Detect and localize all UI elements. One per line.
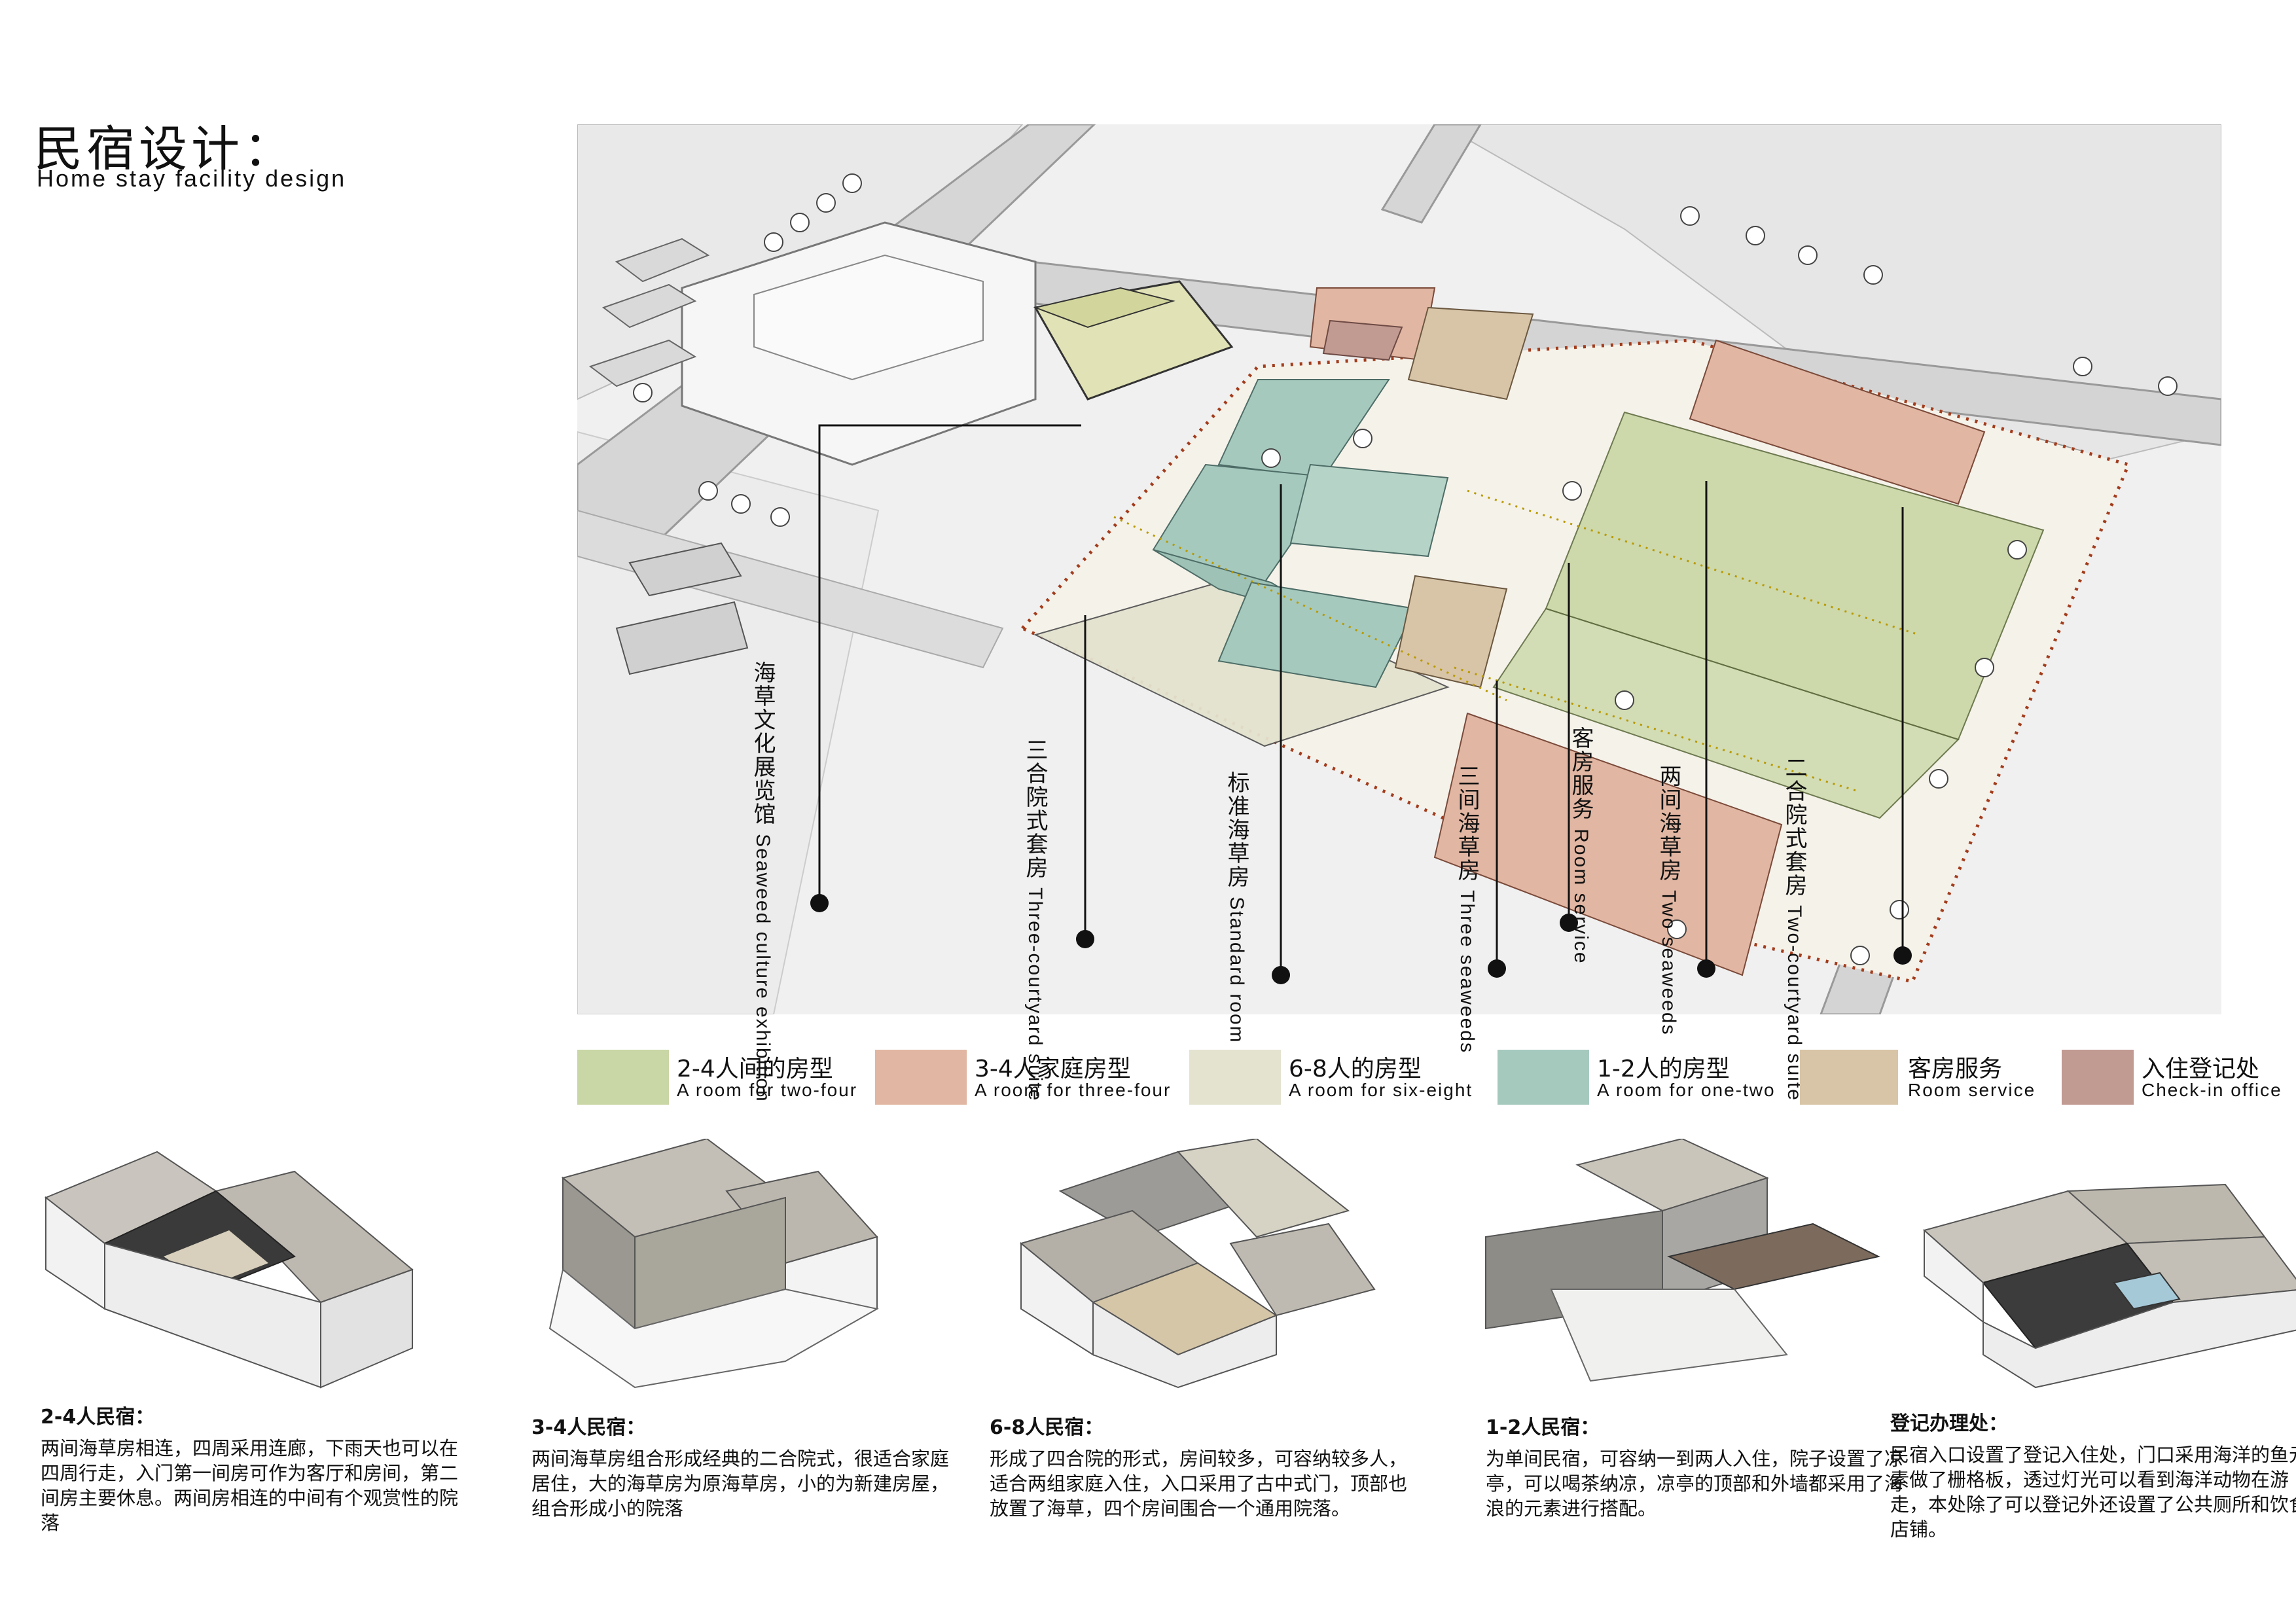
exhibition-inner xyxy=(753,254,984,381)
legend-label-en: A room for one-two xyxy=(1597,1080,1776,1100)
check-in-office xyxy=(1322,319,1403,361)
card-heading: 1-2人民宿： xyxy=(1486,1416,1600,1439)
three-four-block xyxy=(1433,712,1783,976)
legend-label-cn: 2-4人间的房型 xyxy=(677,1056,833,1082)
callout-cn: 标准海草房 xyxy=(1223,771,1249,889)
callout-cn: 三间海草房 xyxy=(1454,764,1480,882)
legend-label-en: Check-in office xyxy=(2142,1080,2282,1100)
exhibition-block xyxy=(628,542,742,597)
card-one-two: 1-2人民宿： 为单间民宿，可容纳一到两人入住，院子设置了凉亭，可以喝茶纳凉，凉… xyxy=(1486,1411,1905,1521)
callout-three-seaweeds: 三间海草房 Three seaweeds xyxy=(1454,764,1480,1054)
card-six-eight: 6-8人民宿： 形成了四合院的形式，房间较多，可容纳较多人，适合两组家庭入住，入… xyxy=(990,1411,1408,1521)
callout-en: Seaweed culture exhibition xyxy=(752,834,774,1103)
house-render-one-two xyxy=(1485,1139,1880,1382)
one-two-block xyxy=(1217,581,1416,688)
legend-label-cn: 入住登记处 xyxy=(2142,1056,2260,1082)
callout-en: Room service xyxy=(1570,829,1592,965)
callout-standard-room: 标准海草房 Standard room xyxy=(1223,771,1249,1044)
house-render-six-eight xyxy=(1019,1139,1376,1389)
legend-label-en: A room for three-four xyxy=(975,1080,1172,1100)
card-heading: 登记办理处： xyxy=(1890,1412,2008,1435)
road xyxy=(1380,124,1482,224)
callout-cn: 海草文化展览馆 xyxy=(749,661,776,826)
legend: 2-4人间的房型 A room for two-four 3-4人家庭房型 A … xyxy=(577,1050,2282,1109)
legend-swatch xyxy=(1498,1050,1589,1105)
road xyxy=(577,509,1004,669)
callout-en: Two seaweeds xyxy=(1658,890,1679,1036)
house-render-two-four xyxy=(45,1150,414,1389)
callout-exhibition: 海草文化展览馆 Seaweed culture exhibition xyxy=(749,661,776,1103)
legend-label-cn: 6-8人的房型 xyxy=(1289,1056,1422,1082)
card-heading: 2-4人民宿： xyxy=(41,1406,155,1429)
trees xyxy=(633,173,2178,965)
hall-roof-ridge xyxy=(1033,287,1175,329)
exhibition-block xyxy=(615,601,749,675)
room-service-block xyxy=(1407,306,1534,401)
exhibition-block xyxy=(601,283,697,329)
legend-label-en: Room service xyxy=(1908,1080,2036,1100)
path-line xyxy=(1454,666,1861,793)
card-body: 形成了四合院的形式，房间较多，可容纳较多人，适合两组家庭入住，入口采用了古中式门… xyxy=(990,1448,1408,1520)
leader-lines xyxy=(818,424,1904,975)
card-body: 两间海草房相连，四周采用连廊，下雨天也可以在四周行走，入门第一间房可作为客厅和房… xyxy=(41,1437,459,1534)
legend-label-cn: 客房服务 xyxy=(1908,1056,2003,1082)
leader-dots xyxy=(810,894,1912,984)
site-plan xyxy=(577,124,2221,1014)
legend-label-en: A room for two-four xyxy=(677,1080,858,1100)
callout-en: Three seaweeds xyxy=(1456,890,1478,1054)
card-three-four: 3-4人民宿： 两间海草房组合形成经典的二合院式，很适合家庭居住，大的海草房为原… xyxy=(531,1411,950,1521)
legend-swatch xyxy=(2062,1050,2134,1105)
card-two-four: 2-4人民宿： 两间海草房相连，四周采用连廊，下雨天也可以在四周行走，入门第一间… xyxy=(41,1400,459,1535)
callout-cn: 两间海草房 xyxy=(1655,764,1681,882)
legend-swatch xyxy=(577,1050,669,1105)
callout-en: Three-courtyard suite xyxy=(1024,887,1046,1102)
exhibition-block xyxy=(588,339,697,387)
card-heading: 3-4人民宿： xyxy=(531,1416,646,1439)
card-body: 为单间民宿，可容纳一到两人入住，院子设置了凉亭，可以喝茶纳凉，凉亭的顶部和外墙都… xyxy=(1486,1448,1904,1520)
legend-swatch xyxy=(875,1050,967,1105)
house-render-check-in xyxy=(1922,1183,2296,1389)
callout-cn: 二合院式套房 xyxy=(1781,756,1807,897)
callout-cn: 客房服务 xyxy=(1568,726,1594,821)
two-four-block xyxy=(1492,607,1960,819)
callout-three-courtyard: 三合院式套房 Three-courtyard suite xyxy=(1022,738,1048,1102)
card-check-in: 登记办理处： 民宿入口设置了登记入住处，门口采用海洋的鱼元素做了栅格板，透过灯光… xyxy=(1890,1407,2296,1542)
three-four-block xyxy=(1689,339,1986,505)
card-body: 民宿入口设置了登记入住处，门口采用海洋的鱼元素做了栅格板，透过灯光可以看到海洋动… xyxy=(1890,1444,2296,1541)
legend-label-cn: 3-4人家庭房型 xyxy=(975,1056,1131,1082)
callout-room-service: 客房服务 Room service xyxy=(1568,726,1594,965)
legend-swatch xyxy=(1800,1050,1898,1105)
legend-label-en: A room for six-eight xyxy=(1289,1080,1473,1100)
title-en: Home stay facility design xyxy=(37,165,347,192)
title-cn: 民宿设计： xyxy=(34,121,296,177)
legend-label-cn: 1-2人的房型 xyxy=(1597,1056,1730,1082)
house-render-three-four xyxy=(548,1139,879,1389)
callout-cn: 三合院式套房 xyxy=(1022,738,1048,880)
card-heading: 6-8人民宿： xyxy=(990,1416,1104,1439)
callout-en: Standard room xyxy=(1226,897,1247,1044)
exhibition-block xyxy=(615,238,710,283)
callout-two-seaweeds: 两间海草房 Two seaweeds xyxy=(1655,764,1681,1036)
card-body: 两间海草房组合形成经典的二合院式，很适合家庭居住，大的海草房为原海草房，小的为新… xyxy=(531,1448,950,1520)
one-two-block xyxy=(1289,463,1449,558)
legend-swatch xyxy=(1189,1050,1281,1105)
path-line xyxy=(1113,516,1507,702)
